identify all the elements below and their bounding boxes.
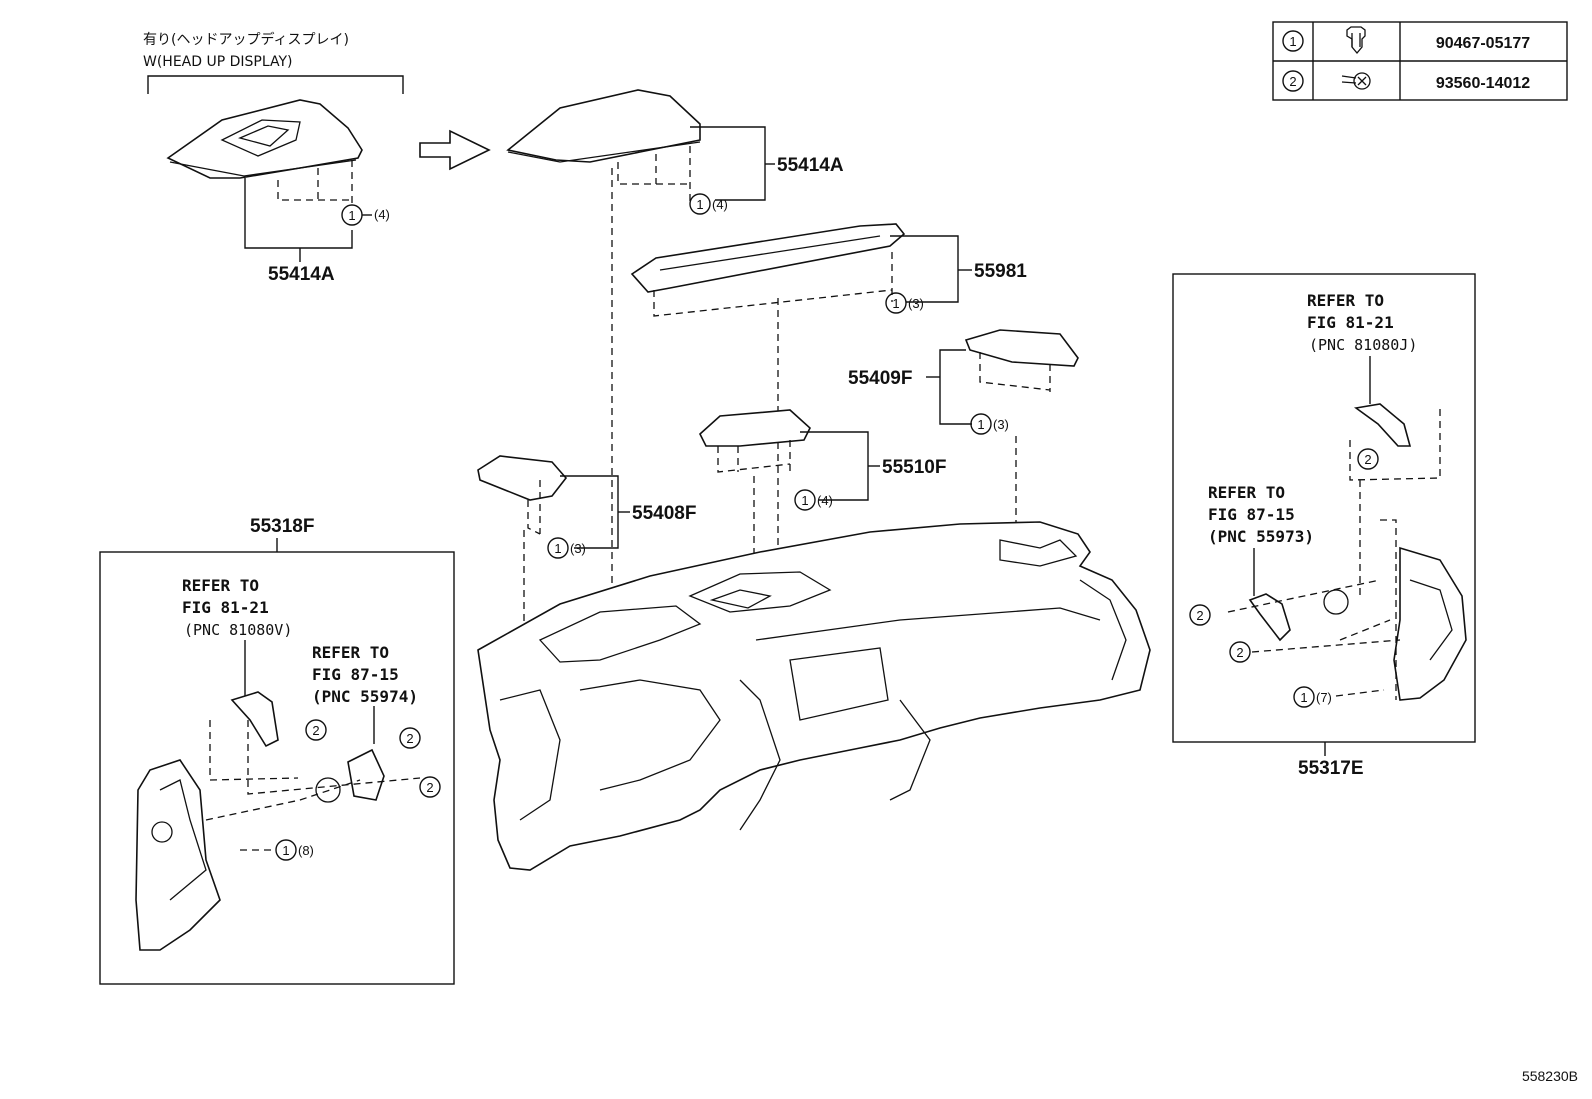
part-no-2: 93560-14012 (1436, 75, 1530, 92)
svg-text:2: 2 (312, 723, 319, 738)
svg-text:REFER TO: REFER TO (182, 576, 259, 595)
figure-id: 558230B (1522, 1068, 1578, 1084)
svg-text:FIG 81-21: FIG 81-21 (1307, 313, 1394, 332)
svg-text:(PNC 81080J): (PNC 81080J) (1309, 336, 1417, 354)
svg-text:2: 2 (1364, 452, 1371, 467)
part-no-1: 90467-05177 (1436, 35, 1530, 52)
svg-text:2: 2 (1236, 645, 1243, 660)
svg-text:1: 1 (554, 541, 561, 556)
hud-cover-qty: (4) (374, 207, 390, 222)
svg-text:(PNC 81080V): (PNC 81080V) (184, 621, 292, 639)
svg-text:REFER TO: REFER TO (1307, 291, 1384, 310)
panel-55981-qty: (3) (908, 296, 924, 311)
hud-variant-group: 有り(ヘッドアップディスプレイ) W(HEAD UP DISPLAY) 1 (4… (143, 31, 404, 285)
svg-text:1: 1 (1300, 690, 1307, 705)
svg-text:1: 1 (282, 843, 289, 858)
left-box-qty: (8) (298, 843, 314, 858)
svg-text:REFER TO: REFER TO (312, 643, 389, 662)
svg-text:(PNC 55973): (PNC 55973) (1208, 527, 1314, 546)
svg-text:1: 1 (977, 417, 984, 432)
jp-variant-title: 有り(ヘッドアップディスプレイ) (143, 31, 349, 48)
instrument-panel-assembly (477, 521, 1151, 871)
panel-55510f-part-no: 55510F (882, 457, 946, 478)
panel-55408f-part-no: 55408F (632, 503, 696, 524)
svg-text:1: 1 (348, 208, 355, 223)
svg-text:1: 1 (801, 493, 808, 508)
ref-1-circle (1282, 30, 1304, 52)
svg-text:2: 2 (406, 731, 413, 746)
svg-text:FIG 81-21: FIG 81-21 (182, 598, 269, 617)
replacement-arrow (419, 129, 491, 171)
panel-55409f-part-no: 55409F (848, 368, 912, 389)
svg-text:2: 2 (426, 780, 433, 795)
top-cover-part-no: 55414A (777, 155, 844, 176)
panel-55409f-qty: (3) (993, 417, 1009, 432)
svg-text:FIG 87-15: FIG 87-15 (1208, 505, 1295, 524)
svg-text:1: 1 (696, 197, 703, 212)
top-cover-qty: (4) (712, 197, 728, 212)
en-variant-title: W(HEAD UP DISPLAY) (143, 54, 293, 70)
svg-text:2: 2 (1196, 608, 1203, 623)
ref-1-label: 1 (1289, 34, 1296, 49)
svg-text:(PNC 55974): (PNC 55974) (312, 687, 418, 706)
panel-55408f-group: 55408F 1 (3) (477, 455, 696, 680)
panel-55409f-group: 55409F 1 (3) (848, 329, 1079, 526)
hud-cover-part (166, 99, 363, 179)
fastener-table: 1 90467-05177 2 93560-14012 (1272, 21, 1568, 101)
ref-2-circle (1282, 70, 1304, 92)
svg-text:1: 1 (892, 296, 899, 311)
screw-icon (1341, 72, 1371, 90)
panel-55510f-group: 55510F 1 (4) (699, 409, 946, 596)
left-box-part-no: 55318F (250, 516, 314, 537)
clip-icon (1346, 26, 1366, 55)
panel-55981-group: 55981 1 (3) (630, 223, 1027, 556)
panel-55408f-qty: (3) (570, 541, 586, 556)
right-box-part-no: 55317E (1298, 758, 1364, 779)
right-detail-box: REFER TO FIG 81-21 (PNC 81080J) REFER TO… (1172, 273, 1476, 779)
top-cover-group: 55414A 1 (4) (506, 89, 844, 620)
svg-text:REFER TO: REFER TO (1208, 483, 1285, 502)
left-detail-box: 55318F REFER TO FIG 81-21 (PNC 81080V) R… (99, 516, 455, 985)
svg-text:FIG 87-15: FIG 87-15 (312, 665, 399, 684)
right-box-qty: (7) (1316, 690, 1332, 705)
panel-55981-part-no: 55981 (974, 261, 1027, 282)
hud-cover-part-no: 55414A (268, 264, 335, 285)
panel-55510f-qty: (4) (817, 493, 833, 508)
ref-2-label: 2 (1289, 74, 1296, 89)
